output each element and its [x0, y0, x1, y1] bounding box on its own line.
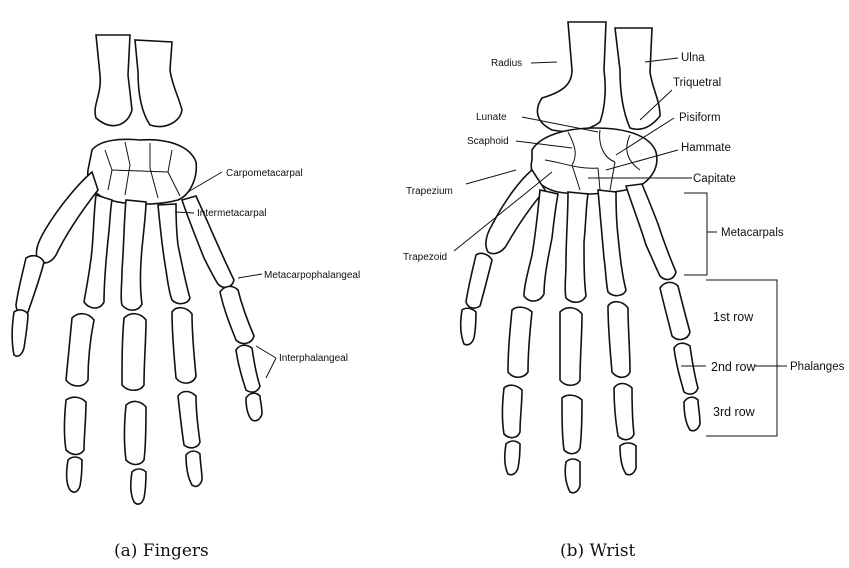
label-scaphoid: Scaphoid — [467, 136, 509, 147]
wrist-little-metacarpal — [626, 184, 676, 279]
label-1st-row: 1st row — [713, 310, 754, 324]
fingers-forearm-left — [95, 35, 132, 126]
fingers-index-proximal — [66, 314, 94, 386]
fingers-little-distal — [246, 393, 262, 421]
fingers-ring-proximal — [172, 308, 196, 383]
caption-wrist: (b) Wrist — [560, 541, 636, 561]
fingers-ring-middle — [178, 392, 200, 448]
fingers-little-proximal — [220, 286, 254, 343]
wrist-index-distal — [505, 441, 520, 475]
label-hammate: Hammate — [681, 142, 731, 154]
wrist-index-proximal — [508, 307, 532, 377]
label-interphalangeal: Interphalangeal — [279, 353, 348, 364]
fingers-carpals — [88, 139, 197, 204]
label-triquetral: Triquetral — [673, 77, 721, 89]
wrist-thumb-proximal — [466, 253, 492, 308]
label-carpometacarpal: Carpometacarpal — [226, 168, 303, 179]
label-pisiform: Pisiform — [679, 112, 721, 124]
wrist-ring-metacarpal — [598, 190, 626, 296]
fingers-ring-distal — [186, 451, 202, 486]
wrist-ring-proximal — [608, 302, 630, 378]
fingers-middle-proximal — [122, 314, 146, 391]
label-metacarpals: Metacarpals — [721, 227, 784, 239]
label-intermetacarpal: Intermetacarpal — [197, 208, 266, 219]
wrist-index-middle — [503, 385, 523, 437]
wrist-middle-proximal — [560, 308, 582, 386]
fingers-little-middle — [236, 345, 260, 392]
label-phalanges: Phalanges — [790, 361, 845, 373]
wrist-middle-metacarpal — [565, 192, 588, 302]
fingers-index-distal — [67, 457, 82, 492]
fingers-middle-distal — [131, 469, 146, 504]
wrist-ulna-bone — [615, 28, 660, 129]
fingers-thumb-proximal — [16, 256, 44, 313]
fingers-hand-drawing — [12, 35, 262, 504]
wrist-ring-distal — [620, 443, 636, 475]
fingers-thumb-distal — [12, 310, 28, 356]
wrist-little-distal — [684, 397, 700, 431]
label-capitate: Capitate — [693, 173, 736, 185]
wrist-little-proximal — [660, 282, 690, 339]
fingers-index-metacarpal — [84, 195, 112, 308]
fingers-index-middle — [65, 397, 87, 454]
fingers-thumb-metacarpal — [36, 172, 98, 263]
wrist-ring-middle — [614, 384, 634, 440]
wrist-little-middle — [674, 343, 698, 394]
wrist-thumb-distal — [461, 308, 476, 344]
label-radius: Radius — [491, 58, 522, 69]
fingers-forearm-right — [135, 40, 182, 127]
label-trapezium: Trapezium — [406, 186, 453, 197]
label-lunate: Lunate — [476, 112, 507, 123]
label-2nd-row: 2nd row — [711, 360, 756, 374]
wrist-middle-middle — [562, 395, 582, 453]
wrist-radius-bone — [537, 22, 606, 132]
fingers-middle-middle — [125, 401, 147, 464]
label-3rd-row: 3rd row — [713, 405, 756, 419]
label-trapezoid: Trapezoid — [403, 252, 447, 263]
fingers-middle-metacarpal — [121, 200, 146, 310]
caption-fingers: (a) Fingers — [114, 541, 209, 561]
wrist-hand-drawing — [461, 22, 700, 493]
label-ulna: Ulna — [681, 52, 705, 64]
wrist-middle-distal — [565, 459, 580, 493]
fingers-ring-metacarpal — [158, 204, 190, 304]
label-metacarpophalangeal: Metacarpophalangeal — [264, 270, 360, 281]
